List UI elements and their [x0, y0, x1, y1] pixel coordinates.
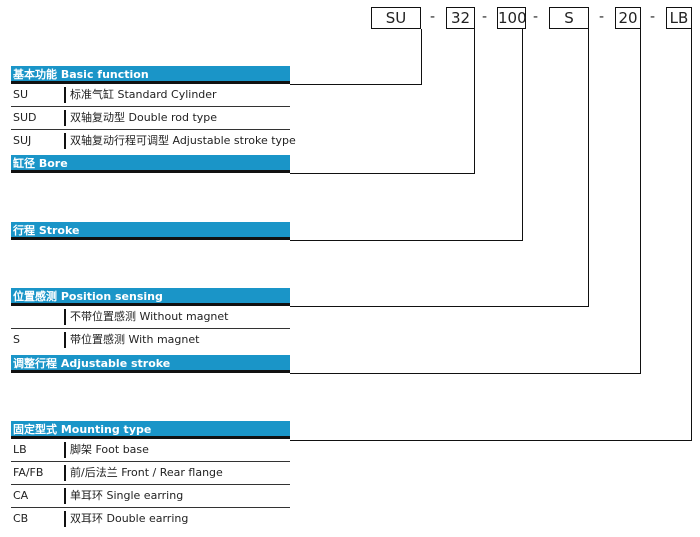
section-header: 位置感测 Position sensing: [11, 288, 290, 306]
option-desc: 脚架 Foot base: [70, 443, 149, 456]
option-desc: 不带位置感测 Without magnet: [70, 310, 229, 323]
code-box-adjust: 20: [615, 7, 641, 29]
connector-adjust-v: [640, 29, 641, 374]
section-bore: 缸径 Bore: [11, 155, 290, 173]
option-desc: 双轴复动行程可调型 Adjustable stroke type: [70, 134, 296, 147]
option-code: SUJ: [13, 134, 32, 147]
code-box-bore: 32: [446, 7, 475, 29]
option-row: S 带位置感测 With magnet: [11, 329, 290, 351]
row-divider: [64, 465, 66, 481]
row-divider: [64, 133, 66, 149]
code-box-stroke: 100: [497, 7, 527, 29]
row-divider: [64, 488, 66, 504]
option-code: CA: [13, 489, 29, 502]
code-separator: -: [650, 9, 656, 25]
row-divider: [64, 442, 66, 458]
connector-sensing-h: [290, 306, 589, 307]
option-row: FA/FB 前/后法兰 Front / Rear flange: [11, 462, 290, 485]
connector-stroke-v: [522, 29, 523, 241]
option-row: SU 标准气缸 Standard Cylinder: [11, 84, 290, 107]
option-code: S: [13, 333, 20, 346]
connector-basic-h: [290, 84, 422, 85]
option-row: 不带位置感测 Without magnet: [11, 306, 290, 329]
option-code: FA/FB: [13, 466, 44, 479]
row-divider: [64, 87, 66, 103]
option-row: CB 双耳环 Double earring: [11, 508, 290, 530]
section-stroke: 行程 Stroke: [11, 222, 290, 240]
option-code: CB: [13, 512, 29, 525]
connector-bore-h: [290, 173, 475, 174]
connector-basic-v: [421, 29, 422, 85]
section-mounting-type: 固定型式 Mounting type LB 脚架 Foot base FA/FB…: [11, 421, 290, 530]
code-separator: -: [599, 9, 605, 25]
section-header: 基本功能 Basic function: [11, 66, 290, 84]
section-basic-function: 基本功能 Basic function SU 标准气缸 Standard Cyl…: [11, 66, 296, 152]
code-box-sensing: S: [549, 7, 589, 29]
connector-mounting-h: [290, 440, 692, 441]
option-row: LB 脚架 Foot base: [11, 439, 290, 462]
code-separator: -: [430, 9, 436, 25]
option-code: LB: [13, 443, 27, 456]
row-divider: [64, 309, 66, 325]
code-separator: -: [533, 9, 539, 25]
option-desc: 双耳环 Double earring: [70, 512, 189, 525]
option-desc: 单耳环 Single earring: [70, 489, 184, 502]
connector-mounting-v: [691, 29, 692, 441]
row-divider: [64, 110, 66, 126]
connector-adjust-h: [290, 373, 641, 374]
connector-bore-v: [474, 29, 475, 174]
option-code: SUD: [13, 111, 37, 124]
option-desc: 双轴复动型 Double rod type: [70, 111, 218, 124]
section-header: 调整行程 Adjustable stroke: [11, 355, 290, 373]
connector-sensing-v: [588, 29, 589, 307]
row-divider: [64, 332, 66, 348]
section-position-sensing: 位置感测 Position sensing 不带位置感测 Without mag…: [11, 288, 290, 351]
option-desc: 带位置感测 With magnet: [70, 333, 200, 346]
section-adjustable-stroke: 调整行程 Adjustable stroke: [11, 355, 290, 373]
code-box-basic: SU: [371, 7, 421, 29]
option-desc: 标准气缸 Standard Cylinder: [70, 88, 217, 101]
code-separator: -: [482, 9, 488, 25]
section-header: 行程 Stroke: [11, 222, 290, 240]
option-row: SUJ 双轴复动行程可调型 Adjustable stroke type: [11, 130, 296, 152]
section-header: 缸径 Bore: [11, 155, 290, 173]
option-code: SU: [13, 88, 29, 101]
section-header: 固定型式 Mounting type: [11, 421, 290, 439]
connector-stroke-h: [290, 240, 523, 241]
row-divider: [64, 511, 66, 527]
option-row: CA 单耳环 Single earring: [11, 485, 290, 508]
option-desc: 前/后法兰 Front / Rear flange: [70, 466, 223, 479]
code-box-mounting: LB: [666, 7, 692, 29]
option-row: SUD 双轴复动型 Double rod type: [11, 107, 290, 130]
